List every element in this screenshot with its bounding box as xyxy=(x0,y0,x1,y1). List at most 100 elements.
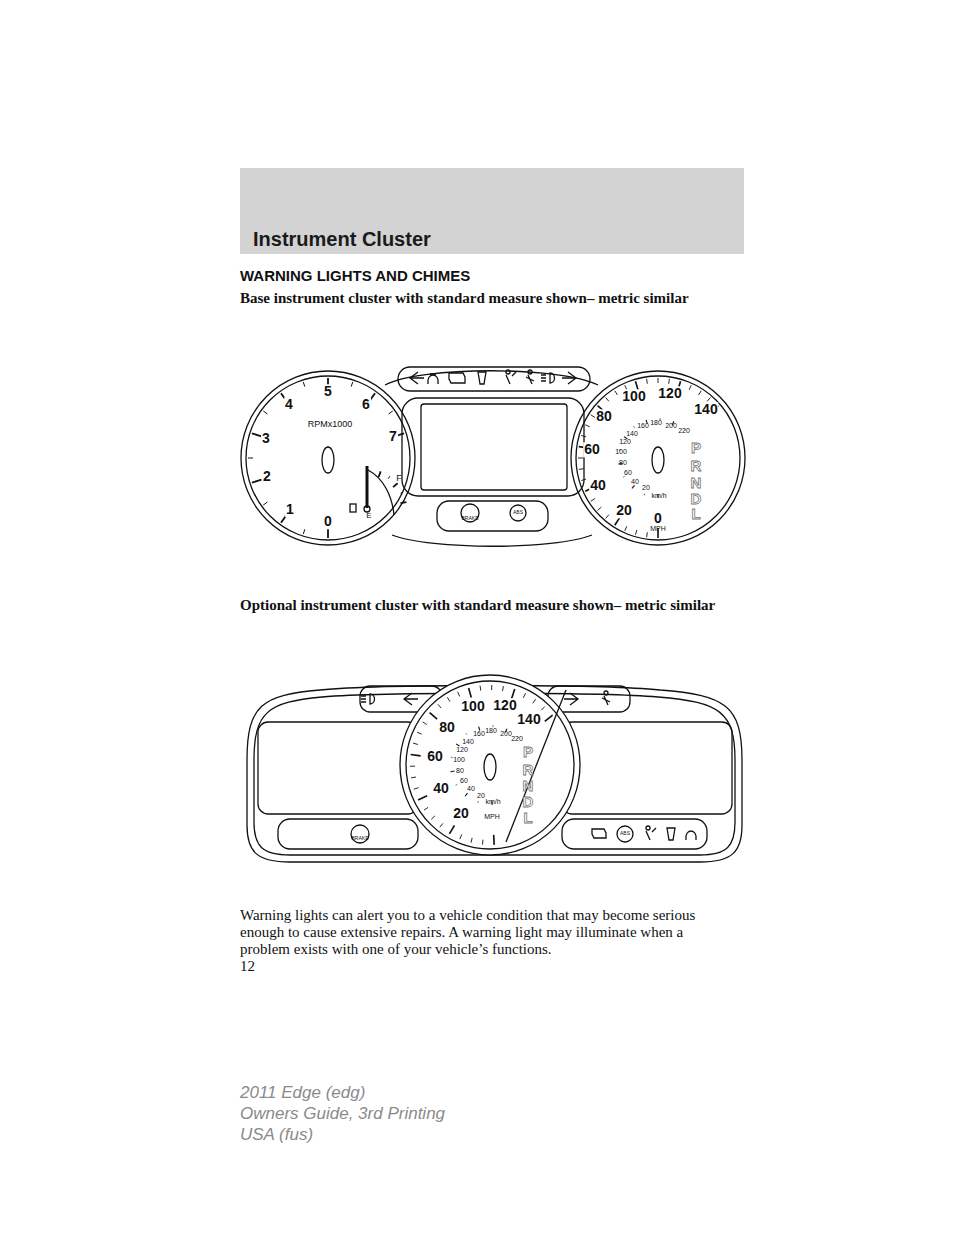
needle xyxy=(322,447,334,473)
tick-mark xyxy=(438,704,441,708)
gauge-number: 6 xyxy=(361,397,371,412)
gauge-label: 80 xyxy=(619,459,627,467)
section-heading: WARNING LIGHTS AND CHIMES xyxy=(240,268,470,285)
tick-mark xyxy=(263,411,267,414)
gauge-label: 180 xyxy=(485,727,497,735)
indicator-band xyxy=(398,367,590,391)
gauge-number: 80 xyxy=(438,720,456,735)
gauge-label: 200 xyxy=(665,422,677,430)
gauge-label: km/h xyxy=(651,492,666,500)
tick-mark xyxy=(451,771,455,773)
tick-mark xyxy=(581,435,586,436)
tick-mark xyxy=(492,725,493,727)
gauge-label: 20 xyxy=(477,792,485,800)
gauge-label: 120 xyxy=(456,746,468,754)
gauge-number: 0 xyxy=(323,514,333,529)
tick-mark xyxy=(449,825,454,834)
tick-mark xyxy=(482,840,483,845)
figure-caption: Base instrument cluster with standard me… xyxy=(240,290,730,307)
tick-mark xyxy=(248,458,253,459)
bezel-line xyxy=(392,535,592,546)
body-text: Warning lights can alert you to a vehicl… xyxy=(240,907,725,958)
tick-mark xyxy=(447,697,450,701)
gauge-number: 20 xyxy=(452,806,470,821)
airbag-icon xyxy=(646,828,656,840)
base-cluster xyxy=(241,367,745,546)
tick-mark xyxy=(414,788,419,790)
tick-mark xyxy=(606,398,609,402)
tick-mark xyxy=(458,692,460,697)
gauge-label: BRAKE xyxy=(352,836,369,842)
gauge-number: 60 xyxy=(583,442,601,457)
seatbelt-icon xyxy=(604,691,608,695)
tick-mark xyxy=(430,713,438,720)
figure-caption: Optional instrument cluster with standar… xyxy=(240,597,730,614)
gauge-label: 100 xyxy=(453,756,465,764)
fuel-needle xyxy=(366,466,369,508)
airbag-icon xyxy=(506,370,510,374)
section-title: Instrument Cluster xyxy=(253,228,431,251)
gear-indicator: R xyxy=(523,762,534,779)
turn-left-icon xyxy=(410,372,424,384)
tick-mark xyxy=(417,732,422,734)
optional-cluster xyxy=(247,675,742,862)
brake-icon xyxy=(351,825,369,843)
gauge-number: 60 xyxy=(426,749,444,764)
turn-right-icon xyxy=(564,693,578,705)
tick-mark xyxy=(303,382,305,387)
tpms-icon xyxy=(428,374,438,384)
tick-mark xyxy=(460,834,462,839)
gauge-label: 180 xyxy=(650,419,662,427)
tick-mark xyxy=(707,398,710,402)
tick-mark xyxy=(644,494,646,496)
gauge-label: 60 xyxy=(460,777,468,785)
tick-mark xyxy=(502,686,504,691)
tick-mark xyxy=(263,502,267,505)
needle xyxy=(484,754,496,780)
tick-mark xyxy=(418,796,427,800)
tick-mark xyxy=(646,532,648,537)
gauge-number: 1 xyxy=(285,502,295,517)
gauge-label: BRAKE xyxy=(462,516,479,522)
lamp-icon xyxy=(541,373,555,383)
airbag-icon xyxy=(646,826,650,830)
tick-mark xyxy=(668,379,670,384)
tick-mark xyxy=(689,385,691,390)
tick-mark xyxy=(423,722,427,725)
tick-mark xyxy=(479,727,480,731)
speedo-rim xyxy=(571,371,745,545)
gauge-label: 160 xyxy=(637,422,649,430)
tick-mark xyxy=(393,483,398,487)
tick-mark xyxy=(585,425,590,427)
bezel-line xyxy=(385,371,598,385)
tick-mark xyxy=(632,485,635,488)
tick-mark xyxy=(410,766,415,767)
gauge-label: 120 xyxy=(619,438,631,446)
traction-icon xyxy=(478,372,486,384)
tick-mark xyxy=(533,699,536,703)
tick-mark xyxy=(456,784,458,785)
gauge-label: 220 xyxy=(511,735,523,743)
gauge-label: RPMx1000 xyxy=(308,420,353,430)
cluster-housing xyxy=(247,686,742,863)
lamp-icon xyxy=(361,694,375,704)
tick-mark xyxy=(411,777,416,779)
gauge-label: 80 xyxy=(456,767,464,775)
seatbelt-icon xyxy=(528,370,532,374)
tick-mark xyxy=(252,433,262,436)
footer-text: USA (fus) xyxy=(240,1126,313,1145)
tick-mark xyxy=(456,744,459,746)
gear-indicator: L xyxy=(691,506,700,523)
gauge-label: 140 xyxy=(462,738,474,746)
indicator-pod xyxy=(562,819,707,849)
tick-mark xyxy=(413,743,418,744)
tick-mark xyxy=(523,693,525,697)
tick-mark xyxy=(351,382,353,387)
footer-text: Owners Guide, 3rd Printing xyxy=(240,1105,445,1124)
tick-mark xyxy=(635,530,636,535)
turn-right-icon xyxy=(562,372,576,384)
needle xyxy=(652,447,664,473)
tick-mark xyxy=(581,479,586,480)
tick-mark xyxy=(471,838,472,843)
tick-mark xyxy=(469,688,472,698)
